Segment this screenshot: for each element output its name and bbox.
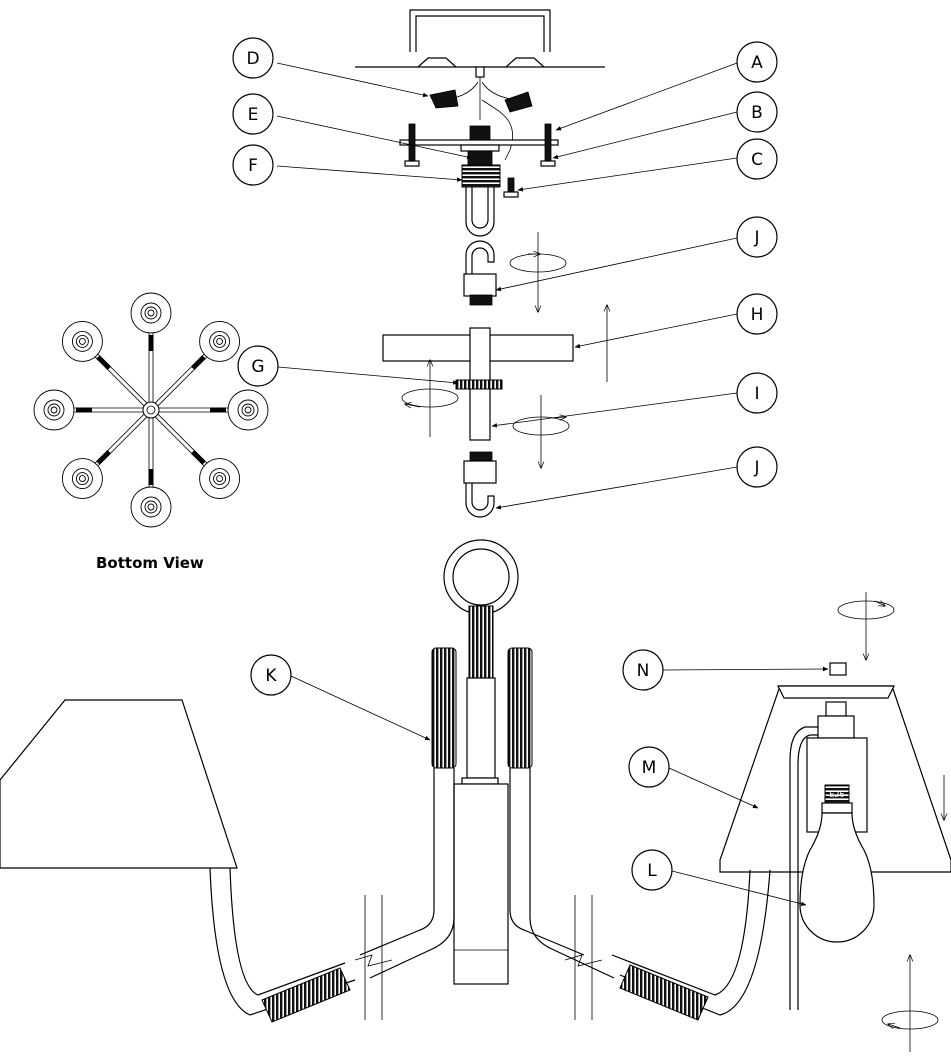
label-i: I xyxy=(736,372,778,414)
wire-nut-right xyxy=(504,91,533,113)
label-e: E xyxy=(232,93,274,135)
bottom-view-shade xyxy=(130,292,172,334)
label-h: H xyxy=(736,293,778,335)
label-a: A xyxy=(736,41,778,83)
svg-text:J: J xyxy=(753,458,759,478)
right-lamp-assembly: E26 xyxy=(719,592,951,1052)
svg-text:K: K xyxy=(265,666,277,686)
arm-sleeve-left xyxy=(431,647,457,769)
bottom-view-shade xyxy=(227,389,269,431)
crossbar xyxy=(399,139,559,146)
svg-text:A: A xyxy=(751,53,763,73)
bottom-view-hub xyxy=(142,401,160,419)
bottom-view-caption: Bottom View xyxy=(96,554,204,572)
mounting-screw-right xyxy=(544,123,552,163)
label-l: L xyxy=(631,849,673,891)
junction-box xyxy=(409,9,551,52)
mounting-screw-left xyxy=(408,123,416,163)
svg-text:N: N xyxy=(637,661,650,681)
threaded-nipple xyxy=(469,125,491,141)
lower-hook xyxy=(465,483,495,518)
svg-text:M: M xyxy=(642,758,657,778)
svg-text:C: C xyxy=(751,150,763,170)
svg-text:D: D xyxy=(246,49,259,69)
bottom-view-shade xyxy=(61,320,103,362)
canopy-ring xyxy=(461,164,501,188)
callout-leaders xyxy=(276,62,829,906)
svg-text:B: B xyxy=(751,103,763,123)
label-n: N xyxy=(622,649,664,691)
arm-coupler-left xyxy=(261,967,351,1023)
label-j-upper: J xyxy=(736,216,778,258)
top-ring xyxy=(443,539,519,615)
callout-labels: D A E B F C J H G I J K N M L xyxy=(232,37,778,891)
light-bulb: E26 xyxy=(799,784,875,943)
label-c: C xyxy=(736,138,778,180)
svg-text:F: F xyxy=(248,156,258,176)
svg-text:G: G xyxy=(251,357,264,377)
label-k: K xyxy=(250,654,292,696)
arm-coupler-right xyxy=(619,964,709,1021)
bottom-view-shade xyxy=(61,458,103,500)
bottom-view-shade xyxy=(33,389,75,431)
ceiling-mount-assembly xyxy=(355,9,605,237)
center-column xyxy=(453,783,509,985)
label-b: B xyxy=(736,91,778,133)
svg-text:H: H xyxy=(751,305,764,325)
svg-text:L: L xyxy=(647,861,657,881)
bottom-view-shade xyxy=(130,486,172,528)
bottom-view-shade xyxy=(199,458,241,500)
arm-sleeve-right xyxy=(507,647,533,769)
shade-fitter xyxy=(777,685,895,699)
svg-text:E26: E26 xyxy=(829,790,844,799)
label-f: F xyxy=(232,144,274,186)
bottom-view-diagram xyxy=(33,292,269,528)
bottom-view-shade xyxy=(199,320,241,362)
locking-nut xyxy=(455,379,503,390)
ground-screw xyxy=(507,177,515,193)
wire-nut-left xyxy=(429,89,459,109)
svg-text:E: E xyxy=(248,105,259,125)
coupling-assembly xyxy=(382,232,607,518)
upper-hook xyxy=(465,240,495,275)
svg-text:I: I xyxy=(754,384,759,404)
fixture-body xyxy=(209,539,771,1023)
lamp-shade-left xyxy=(0,699,238,869)
finial xyxy=(829,662,847,676)
label-d: D xyxy=(232,37,274,79)
label-j-lower: J xyxy=(736,446,778,488)
label-m: M xyxy=(628,746,670,788)
center-stem-sleeve xyxy=(468,605,494,679)
label-g: G xyxy=(237,345,279,387)
svg-text:J: J xyxy=(753,228,759,248)
